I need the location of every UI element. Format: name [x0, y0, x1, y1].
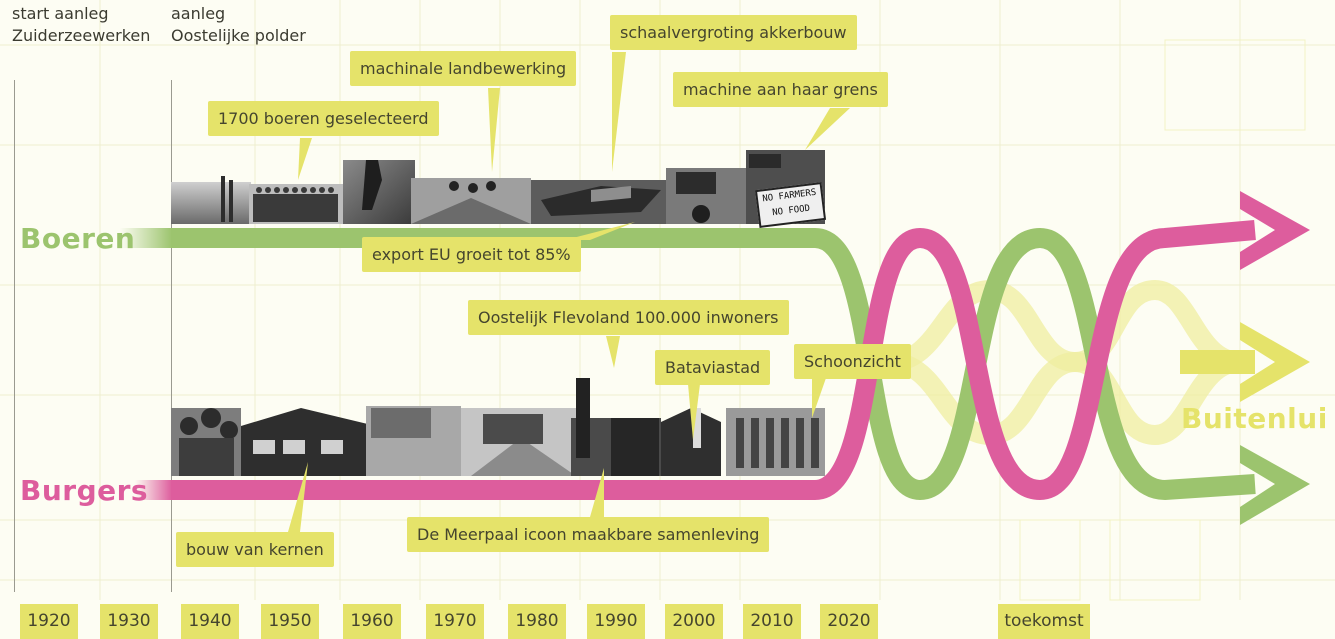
aanleg-polder-note: aanleg Oostelijke polder	[171, 4, 306, 45]
callout-machinale-landbewerking: machinale landbewerking	[350, 51, 577, 86]
callout-meerpaal: De Meerpaal icoon maakbare samenleving	[407, 517, 770, 552]
callout-boeren-geselecteerd: 1700 boeren geselecteerd	[208, 101, 439, 136]
callout-flevoland-inwoners: Oostelijk Flevoland 100.000 inwoners	[468, 300, 789, 335]
boeren-arrow	[1240, 445, 1310, 525]
year-1930: 1930	[100, 604, 158, 639]
boeren-label: Boeren	[20, 222, 136, 255]
polder-marker-line	[171, 80, 172, 592]
year-2010: 2010	[743, 604, 801, 639]
year-1960: 1960	[343, 604, 401, 639]
year-2000: 2000	[665, 604, 723, 639]
callout-machine-grens: machine aan haar grens	[673, 72, 888, 107]
year-1970: 1970	[426, 604, 484, 639]
callout-bouw-van-kernen: bouw van kernen	[176, 532, 334, 567]
callout-export-eu: export EU groeit tot 85%	[362, 237, 581, 272]
start-aanleg-note: start aanleg Zuiderzeewerken	[12, 4, 151, 45]
year-toekomst: toekomst	[998, 604, 1090, 639]
burgers-arrow	[1240, 191, 1310, 270]
year-1980: 1980	[508, 604, 566, 639]
buitenlui-label: Buitenlui	[1181, 402, 1328, 435]
callout-schaalvergroting: schaalvergroting akkerbouw	[610, 15, 857, 50]
callout-schoonzicht: Schoonzicht	[794, 344, 911, 379]
start-marker-line	[14, 80, 15, 592]
callout-bataviastad: Bataviastad	[655, 350, 771, 385]
callout-tails	[288, 52, 850, 532]
year-1990: 1990	[587, 604, 645, 639]
year-1950: 1950	[261, 604, 319, 639]
burgers-label: Burgers	[20, 474, 149, 507]
burgers-fade-in	[135, 480, 172, 500]
year-2020: 2020	[820, 604, 878, 639]
buitenlui-arrow	[1180, 322, 1310, 402]
year-1920: 1920	[20, 604, 78, 639]
year-1940: 1940	[181, 604, 239, 639]
boeren-fade-in	[120, 228, 172, 248]
town-photo-collage	[171, 378, 825, 476]
